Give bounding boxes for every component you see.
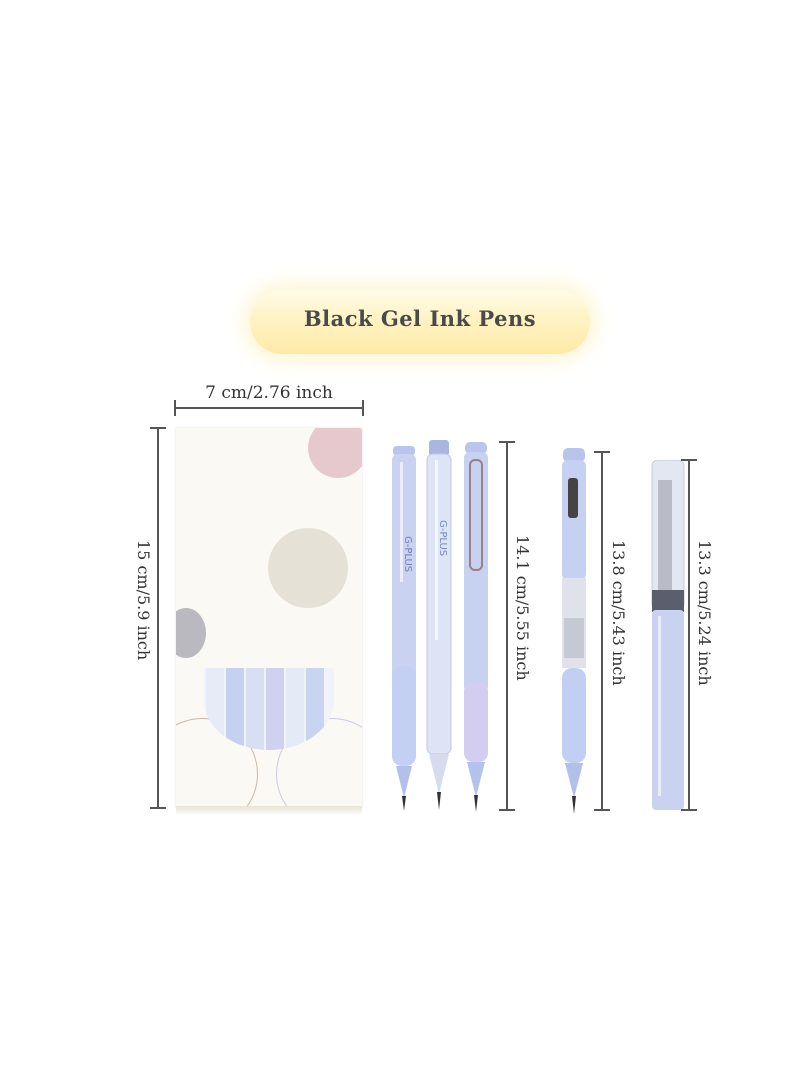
pen-cap-height-label: 13.3 cm/5.24 inch [695,540,714,686]
pen-4-image [562,448,586,814]
pen-single-height-label: 13.8 cm/5.43 inch [609,540,628,686]
pen-3-image [464,442,488,812]
pen-group-height-dimension-line [499,441,515,811]
pen-5-image [651,460,685,810]
box-bottom-edge [176,806,362,814]
pen-2-image: G-PLUS [426,440,452,810]
svg-text:G-PLUS: G-PLUS [437,520,448,556]
box-circle-pink [308,428,362,478]
title-banner [250,290,590,354]
pen-group-height-label: 14.1 cm/5.55 inch [513,535,532,681]
box-circle-beige [268,528,348,608]
box-circle-gray [176,608,206,658]
pen-1-image: G-PLUS [392,446,416,811]
svg-text:G-PLUS: G-PLUS [402,536,413,572]
title-text: Black Gel Ink Pens [303,306,537,331]
box-width-dimension-line [174,400,364,416]
box-width-label: 7 cm/2.76 inch [205,383,333,403]
pen-box-image [176,428,362,808]
box-window [204,668,334,750]
box-height-label: 15 cm/5.9 inch [134,540,153,661]
pen-single-height-dimension-line [594,451,610,811]
box-height-dimension-line [150,427,166,809]
pen-cap-height-dimension-line [681,459,697,811]
